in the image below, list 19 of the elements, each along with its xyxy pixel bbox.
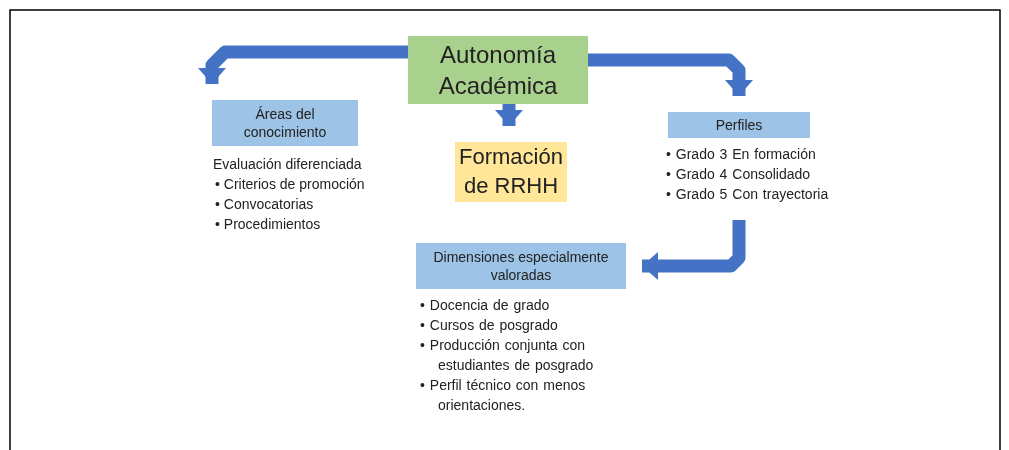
list-item: • Procedimientos	[215, 215, 321, 234]
list-item: • Producción conjunta con estudiantes de posgrado	[420, 336, 595, 375]
title-box: Autonomía Académica	[408, 36, 588, 104]
block-arrow	[198, 45, 408, 84]
category-box: Perfiles	[668, 112, 810, 138]
block-arrow	[588, 53, 753, 96]
category-box: Áreas del conocimiento	[212, 100, 358, 146]
list-item: • Cursos de posgrado	[420, 316, 559, 335]
list-item: • Grado 3 En formación	[666, 145, 817, 164]
list-item: • Criterios de promoción	[215, 175, 365, 194]
list-item: • Grado 5 Con trayectoria	[666, 185, 830, 204]
list-heading: Evaluación diferenciada	[213, 155, 362, 174]
list-item: • Grado 4 Consolidado	[666, 165, 812, 184]
list-item: • Perfil técnico con menos orientaciones.	[420, 376, 587, 415]
category-box: Dimensiones especialmente valoradas	[416, 243, 626, 289]
highlight-box: Formación de RRHH	[455, 142, 567, 202]
block-arrow	[495, 104, 523, 126]
list-item: • Docencia de grado	[420, 296, 551, 315]
list-item: • Convocatorias	[215, 195, 314, 214]
